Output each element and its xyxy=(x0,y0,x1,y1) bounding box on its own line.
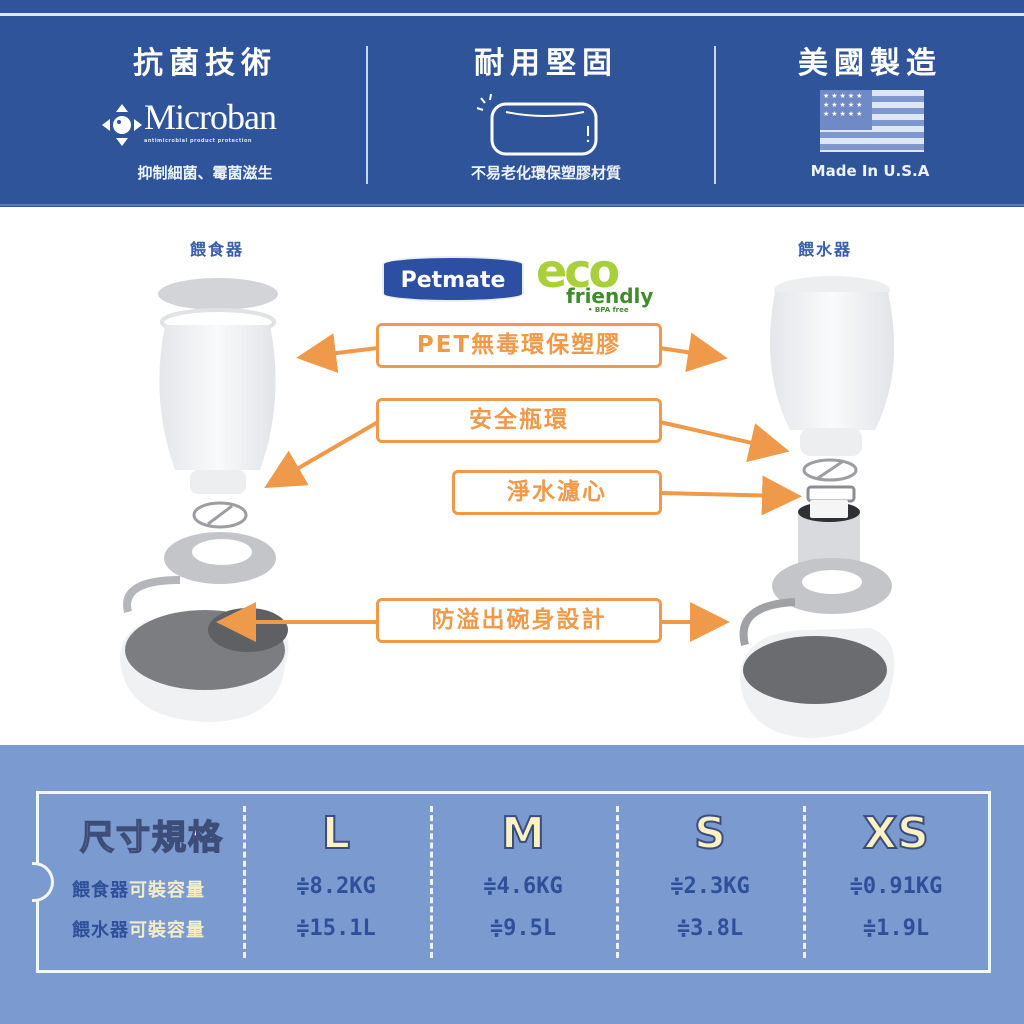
food-capacity-label: 餵食器可裝容量 xyxy=(72,880,205,901)
water-feeder-label: 餵水器 xyxy=(798,240,853,259)
banner-divider xyxy=(714,46,716,184)
microban-wordmark: Microban xyxy=(144,97,277,137)
size-m-water: ≑9.5L xyxy=(489,916,557,941)
feature-title: 耐用堅固 xyxy=(474,46,618,81)
feature-made-in-usa: 美國製造 Made In U.S.A xyxy=(700,30,1024,200)
eco-word: eco xyxy=(536,244,620,298)
feature-title: 美國製造 xyxy=(798,46,942,81)
eco-friendly-logo: eco friendly • BPA free xyxy=(536,244,653,318)
eco-friendly-text: friendly xyxy=(566,284,654,308)
feature-durable: 耐用堅固 不易老化環保塑膠材質 xyxy=(376,30,716,200)
banner-divider xyxy=(366,46,368,184)
feature-subtitle: 抑制細菌、霉菌滋生 xyxy=(137,164,273,182)
food-feeder-label: 餵食器 xyxy=(190,240,245,259)
feature-title: 抗菌技術 xyxy=(133,46,277,81)
size-m-food: ≑4.6KG xyxy=(483,874,563,899)
size-s-food: ≑2.3KG xyxy=(670,874,750,899)
callout-pet-plastic: PET無毒環保塑膠 xyxy=(376,323,662,368)
size-l-water: ≑15.1L xyxy=(296,916,376,941)
feature-subtitle: 不易老化環保塑膠材質 xyxy=(470,164,621,182)
column-divider xyxy=(430,806,433,958)
durable-container-icon xyxy=(476,93,598,156)
microban-tagline: antimicrobial product protection xyxy=(144,138,252,144)
size-xs-heading: XS xyxy=(862,807,930,860)
petmate-logo: Petmate xyxy=(382,256,524,302)
feature-antibacterial: 抗菌技術 抑制細菌、霉菌滋生 xyxy=(35,30,375,200)
size-m-heading: M xyxy=(500,807,546,860)
microban-icon xyxy=(102,104,142,146)
microban-logo: Microban antimicrobial product protectio… xyxy=(100,97,285,148)
callout-water-filter: 淨水濾心 xyxy=(452,470,662,515)
callout-spill-proof-bowl: 防溢出碗身設計 xyxy=(376,598,662,643)
banner-bottom-line xyxy=(0,204,1024,206)
water-capacity-label: 餵水器可裝容量 xyxy=(72,920,205,941)
size-l-heading: L xyxy=(321,807,351,860)
usa-flag-icon: ★★★★★★★★★★★★★★★ xyxy=(820,90,924,152)
size-l-food: ≑8.2KG xyxy=(296,874,376,899)
size-xs-water: ≑1.9L xyxy=(862,916,930,941)
column-divider xyxy=(616,806,619,958)
size-s-heading: S xyxy=(693,807,727,860)
water-feeder-illustration xyxy=(739,276,895,738)
flag-stars: ★★★★★★★★★★★★★★★ xyxy=(820,90,872,130)
size-xs-food: ≑0.91KG xyxy=(849,874,943,899)
food-feeder-illustration xyxy=(120,278,289,722)
size-s-water: ≑3.8L xyxy=(676,916,744,941)
bpa-free-text: • BPA free xyxy=(588,306,629,314)
spec-title: 尺寸規格 xyxy=(79,817,224,859)
column-divider xyxy=(243,806,246,958)
callout-safety-ring: 安全瓶環 xyxy=(376,398,662,443)
feature-subtitle: Made In U.S.A xyxy=(810,162,930,180)
banner-top-line xyxy=(0,13,1024,16)
column-divider xyxy=(803,806,806,958)
